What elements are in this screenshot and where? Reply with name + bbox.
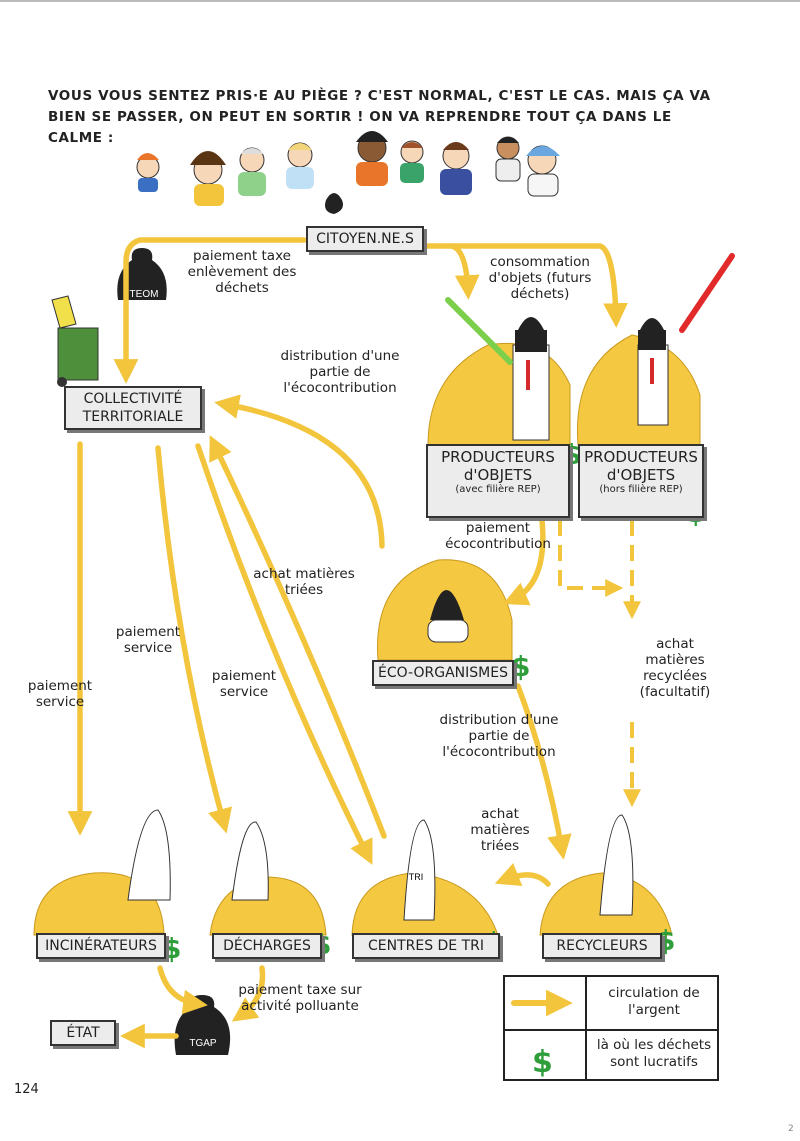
- dollar-icon: $: [511, 650, 530, 683]
- node-collectivite-label: COLLECTIVITÉ TERRITORIALE: [82, 391, 184, 425]
- arrow-eco-collectivite: [214, 394, 385, 549]
- node-producteurs-rep: PRODUCTEURS d'OBJETS (avec filière REP): [426, 444, 570, 518]
- label-service-2: paiement service: [211, 668, 277, 700]
- corner-mark: 2: [788, 1124, 794, 1134]
- legend-row-dollar: là où les déchets sont lucratifs: [505, 1029, 717, 1081]
- node-producteurs-hors-label: PRODUCTEURS d'OBJETS: [584, 448, 698, 484]
- node-decharges: DÉCHARGES: [212, 933, 322, 959]
- label-taxe-polluante: paiement taxe sur activité polluante: [238, 982, 362, 1014]
- arrow-centres-collectivite: [209, 435, 387, 839]
- arrow-collectivite-centres: [195, 443, 373, 865]
- label-achat-recyclees: achat matières recyclées (facultatif): [639, 636, 711, 700]
- legend-arrow-text: circulation de l'argent: [608, 985, 700, 1018]
- node-recycleurs-label: RECYCLEURS: [556, 938, 648, 954]
- legend: circulation de l'argent là où les déchet…: [503, 975, 719, 1081]
- node-incinerateurs-label: INCINÉRATEURS: [45, 938, 157, 954]
- arrow-prod-rep-dashed: [558, 520, 624, 597]
- node-centres-label: CENTRES DE TRI: [367, 938, 485, 954]
- bottom-gold-piles: TRI: [33, 809, 673, 936]
- arrow-citoyens-prod-hors: [417, 243, 628, 328]
- legend-row-arrow: circulation de l'argent: [505, 977, 717, 1031]
- optional-flow-arrows: [558, 520, 641, 808]
- arrow-incinerateurs-tgap: [157, 965, 208, 1015]
- node-producteurs-hors-sub: (hors filière REP): [599, 484, 683, 495]
- label-consommation: consommation d'objets (futurs déchets): [488, 254, 592, 302]
- dollar-icon: $: [162, 932, 181, 965]
- tgap-label: TGAP: [189, 1038, 217, 1049]
- node-decharges-label: DÉCHARGES: [223, 938, 311, 954]
- node-recycleurs: RECYCLEURS: [542, 933, 662, 959]
- label-taxe-enlevement: paiement taxe enlèvement des déchets: [187, 248, 297, 296]
- arrow-eco-recycleurs: [515, 683, 572, 860]
- node-producteurs-rep-sub: (avec filière REP): [455, 484, 541, 495]
- node-etat: ÉTAT: [50, 1020, 116, 1046]
- legend-dollar-text: là où les déchets sont lucratifs: [596, 1037, 712, 1070]
- citizens-crowd-illustration: [136, 131, 560, 214]
- label-achat-triees-2: achat matières triées: [470, 806, 530, 854]
- label-service-1: paiement service: [115, 624, 181, 656]
- arrow-decharges-tgap: [231, 965, 266, 1022]
- node-producteurs-hors: PRODUCTEURS d'OBJETS (hors filière REP): [578, 444, 704, 518]
- node-incinerateurs: INCINÉRATEURS: [36, 933, 166, 959]
- page-number: 124: [14, 1082, 39, 1097]
- label-achat-triees: achat matières triées: [253, 566, 355, 598]
- money-flow-arrows: [67, 237, 628, 1049]
- top-border: [0, 0, 800, 2]
- label-distribution-2: distribution d'une partie de l'écocontri…: [439, 712, 559, 760]
- arrow-citoyens-collectivite: [113, 237, 307, 384]
- node-collectivite: COLLECTIVITÉ TERRITORIALE: [64, 386, 202, 430]
- teom-label: TEOM: [130, 289, 159, 300]
- legend-divider: [585, 977, 587, 1079]
- intro-text: VOUS VOUS SENTEZ PRIS·E AU PIÈGE ? C'EST…: [48, 88, 711, 146]
- eco-organismes-gold-pile: [377, 559, 513, 661]
- node-citoyens: CITOYEN.NE.S: [306, 226, 424, 252]
- producers-gold-piles: [427, 253, 735, 446]
- arrow-recycleurs-centres: [494, 862, 551, 887]
- node-producteurs-rep-label: PRODUCTEURS d'OBJETS: [441, 448, 555, 484]
- arrow-prod-eco: [502, 517, 546, 606]
- label-distribution-1: distribution d'une partie de l'écocontri…: [280, 348, 400, 396]
- arrow-citoyens-prod-rep: [449, 243, 480, 300]
- tgap-bag-illustration: TGAP: [174, 995, 231, 1055]
- tri-tag: TRI: [409, 872, 424, 882]
- node-citoyens-label: CITOYEN.NE.S: [316, 231, 414, 247]
- arrow-collectivite-decharges: [155, 445, 232, 834]
- legend-dollar-icon: $: [532, 1045, 553, 1080]
- label-service-3: paiement service: [27, 678, 93, 710]
- node-etat-label: ÉTAT: [66, 1025, 100, 1041]
- green-bin-illustration: [51, 295, 99, 387]
- teom-bag-illustration: TEOM: [117, 248, 167, 300]
- node-eco-organismes: ÉCO-ORGANISMES: [372, 660, 514, 686]
- label-ecocontribution: paiement écocontribution: [445, 520, 551, 552]
- node-eco-organismes-label: ÉCO-ORGANISMES: [378, 665, 508, 681]
- node-centres-de-tri: CENTRES DE TRI: [352, 933, 500, 959]
